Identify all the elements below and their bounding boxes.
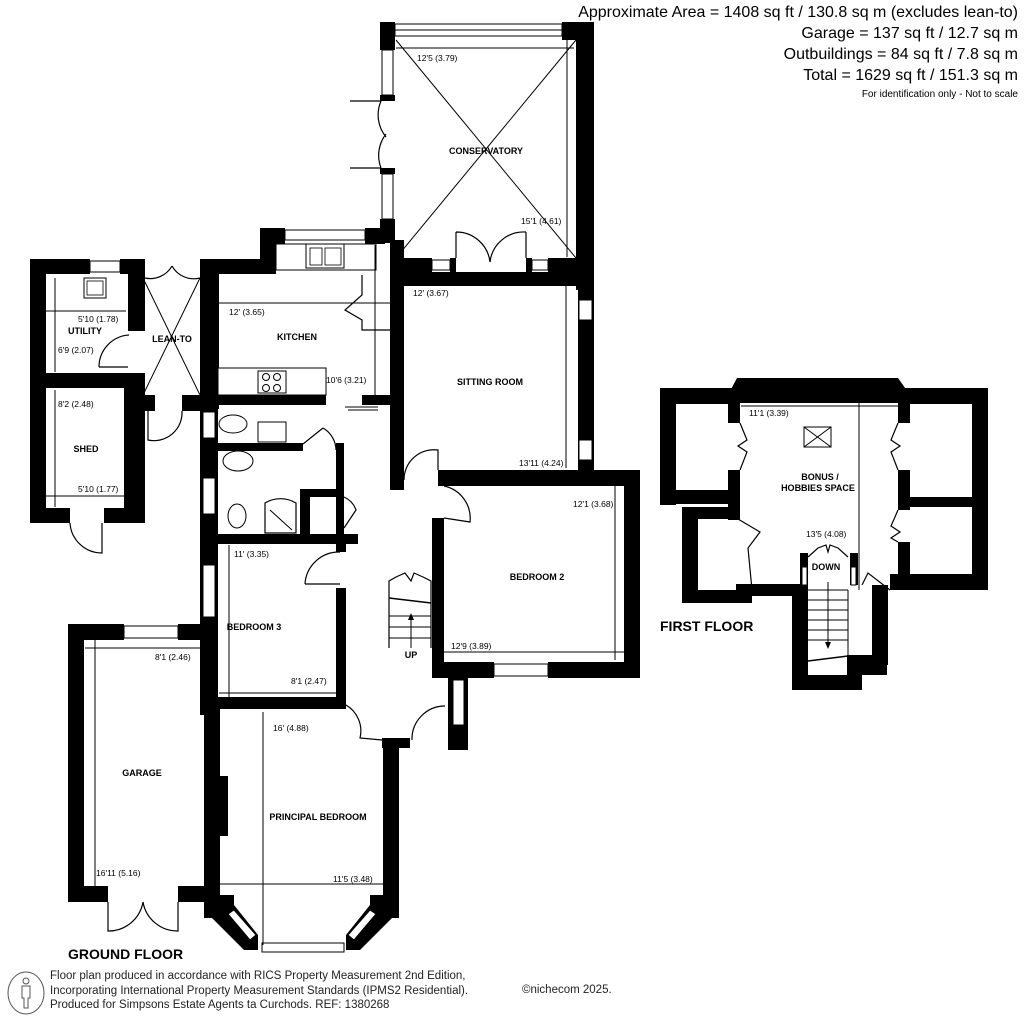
utility-width: 5'10 (1.78): [78, 314, 119, 324]
bedroom-2-walls: [432, 470, 640, 678]
footer-line-3: Produced for Simpsons Estate Agents ta C…: [50, 999, 390, 1011]
bedroom-3-length: 11' (3.35): [234, 549, 269, 559]
kitchen-length: 10'6 (3.21): [326, 375, 367, 385]
conservatory-label: CONSERVATORY: [449, 146, 523, 156]
bonus-label-line1: BONUS /: [801, 472, 839, 482]
utility-label: UTILITY: [68, 326, 102, 336]
bonus-label-line2: HOBBIES SPACE: [781, 483, 855, 493]
shed-width: 5'10 (1.77): [78, 484, 119, 494]
bedroom-2-label: BEDROOM 2: [510, 572, 565, 582]
principal-bedroom-walls: [204, 700, 399, 953]
stairs-up-label: UP: [405, 650, 418, 660]
principal-bedroom-width: 11'5 (3.48): [333, 874, 373, 884]
bedroom-2-length: 12'1 (3.68): [573, 499, 614, 509]
stairs-down-label: DOWN: [812, 562, 841, 572]
kitchen-width: 12' (3.65): [229, 307, 265, 317]
bedroom-3-walls: [218, 544, 346, 709]
sitting-room-length: 13'11 (4.24): [519, 458, 564, 468]
garage-walls: [68, 624, 204, 902]
ground-floor-label: GROUND FLOOR: [68, 946, 184, 962]
first-floor-stairs: [807, 582, 849, 675]
first-floor-label: FIRST FLOOR: [660, 618, 754, 634]
outbuildings-area: Outbuildings = 84 sq ft / 7.8 sq m: [783, 46, 1018, 63]
person-icon: [7, 971, 45, 1015]
first-floor-walls: [660, 378, 988, 690]
area-summary: Approximate Area = 1408 sq ft / 130.8 sq…: [578, 2, 1018, 100]
bedroom-3-width: 8'1 (2.47): [291, 676, 327, 686]
garage-area: Garage = 137 sq ft / 12.7 sq m: [801, 25, 1018, 42]
kitchen-label: KITCHEN: [277, 332, 317, 342]
kitchen-walls: [200, 228, 404, 490]
footer-line-1: Floor plan produced in accordance with R…: [50, 970, 466, 982]
shed-label: SHED: [73, 444, 99, 454]
garage-length: 16'11 (5.16): [96, 868, 141, 878]
garage-label: GARAGE: [122, 768, 162, 778]
garage-width: 8'1 (2.46): [155, 652, 191, 662]
shed-length: 8'2 (2.48): [58, 399, 94, 409]
conservatory-width: 12'5 (3.79): [417, 53, 458, 63]
total-area: Total = 1629 sq ft / 151.3 sq m: [803, 67, 1018, 84]
ground-stairs: [388, 572, 432, 648]
disclaimer-note: For identification only - Not to scale: [861, 89, 1018, 100]
lean-to-label: LEAN-TO: [152, 334, 192, 344]
footer-line-2: Incorporating International Property Mea…: [50, 984, 469, 997]
utility-length: 6'9 (2.07): [58, 345, 94, 355]
conservatory-length: 15'1 (4.61): [521, 216, 562, 226]
bonus-length: 13'5 (4.08): [806, 529, 847, 539]
principal-bedroom-length: 16' (4.88): [273, 723, 309, 733]
footer-text: Floor plan produced in accordance with R…: [50, 969, 468, 1013]
bedroom-3-label: BEDROOM 3: [227, 622, 282, 632]
sitting-room-walls: [390, 272, 640, 486]
bonus-width: 11'1 (3.39): [749, 408, 789, 418]
sitting-room-label: SITTING ROOM: [457, 377, 523, 387]
copyright-brand: ©nichecom 2025.: [522, 984, 612, 996]
conservatory-walls: [380, 22, 594, 290]
approximate-area: Approximate Area = 1408 sq ft / 130.8 sq…: [578, 4, 1018, 21]
sitting-room-width: 12' (3.67): [413, 288, 449, 298]
bathroom-walls: [200, 405, 358, 715]
principal-bedroom-label: PRINCIPAL BEDROOM: [269, 812, 366, 822]
bedroom-2-width: 12'9 (3.89): [451, 641, 492, 651]
